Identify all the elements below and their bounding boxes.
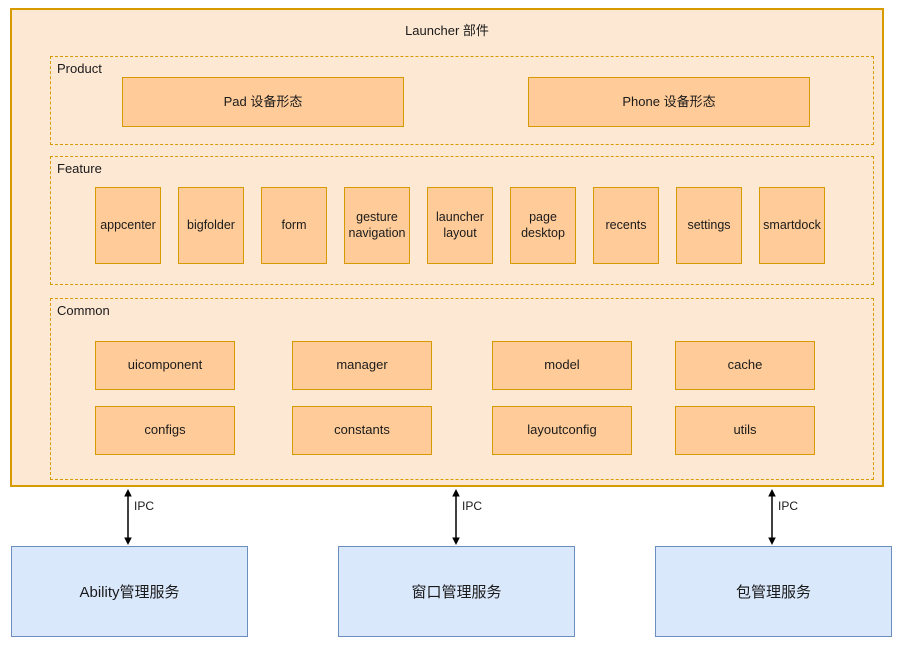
diagram-title: Launcher 部件 <box>405 23 489 38</box>
feature-box-launcher-layout: launcher layout <box>427 187 493 264</box>
feature-box-appcenter: appcenter <box>95 187 161 264</box>
common-box-layoutconfig: layoutconfig <box>492 406 632 455</box>
ipc-arrow-package <box>768 489 776 545</box>
feature-section: Feature <box>50 156 874 285</box>
feature-box-bigfolder: bigfolder <box>178 187 244 264</box>
common-section: Common <box>50 298 874 480</box>
ipc-label: IPC <box>778 499 799 513</box>
service-box-ability-manager: Ability管理服务 <box>11 546 248 637</box>
common-box-model: model <box>492 341 632 390</box>
launcher-component-container: Launcher 部件 Product Feature Common Pad 设… <box>10 8 884 487</box>
common-box-uicomponent: uicomponent <box>95 341 235 390</box>
service-box-package-manager: 包管理服务 <box>655 546 892 637</box>
feature-box-smartdock: smartdock <box>759 187 825 264</box>
product-box-pad: Pad 设备形态 <box>122 77 404 127</box>
common-box-cache: cache <box>675 341 815 390</box>
ipc-arrow-ability <box>124 489 132 545</box>
common-box-utils: utils <box>675 406 815 455</box>
feature-box-recents: recents <box>593 187 659 264</box>
ipc-label: IPC <box>462 499 483 513</box>
feature-box-form: form <box>261 187 327 264</box>
common-box-configs: configs <box>95 406 235 455</box>
feature-box-gesture-navigation: gesture navigation <box>344 187 410 264</box>
section-label-feature: Feature <box>57 161 102 176</box>
section-label-product: Product <box>57 61 102 76</box>
ipc-label: IPC <box>134 499 155 513</box>
common-box-manager: manager <box>292 341 432 390</box>
common-box-constants: constants <box>292 406 432 455</box>
service-box-window-manager: 窗口管理服务 <box>338 546 575 637</box>
product-box-phone: Phone 设备形态 <box>528 77 810 127</box>
product-section: Product <box>50 56 874 145</box>
feature-box-settings: settings <box>676 187 742 264</box>
ipc-arrow-window <box>452 489 460 545</box>
feature-box-page-desktop: page desktop <box>510 187 576 264</box>
section-label-common: Common <box>57 303 110 318</box>
